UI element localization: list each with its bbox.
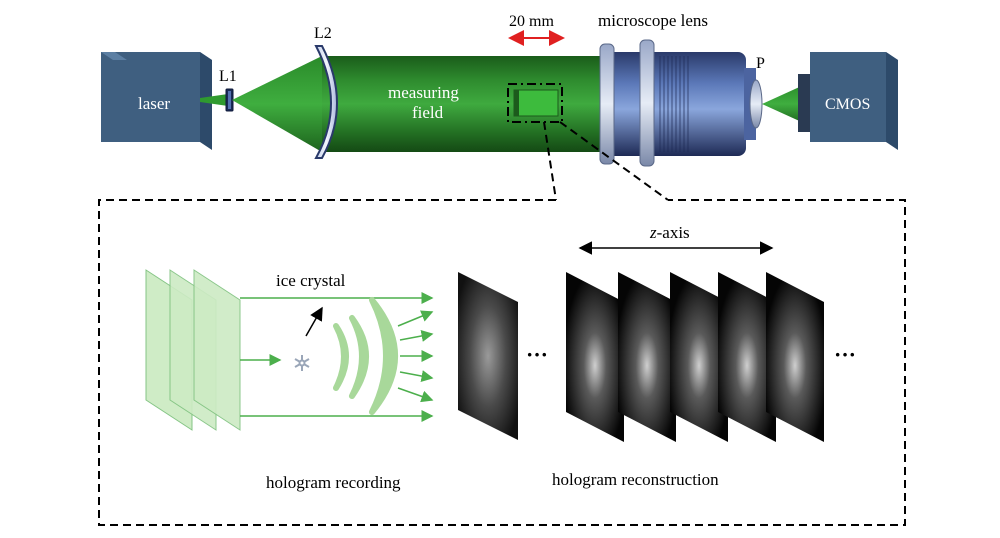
reconstruction-slice-1 — [566, 272, 624, 442]
plane-wavefronts — [145, 269, 241, 431]
measuring-field-label-1: measuring — [388, 83, 459, 102]
laser-beam — [200, 94, 228, 106]
detail-panel-border — [98, 199, 906, 526]
ice-crystal-pointer — [305, 306, 323, 337]
z-axis-label: z-axis — [649, 223, 690, 242]
scattered-wavefronts — [333, 297, 398, 415]
cmos-label: CMOS — [825, 96, 870, 113]
ice-crystal-label: ice crystal — [276, 271, 346, 290]
hologram-reconstruction-caption: hologram reconstruction — [552, 470, 719, 489]
measuring-region-inset — [507, 83, 563, 123]
reconstruction-slice-4 — [718, 272, 776, 442]
propagation-rays — [240, 292, 434, 422]
hologram-recording-caption: hologram recording — [266, 473, 401, 492]
scale-label: 20 mm — [509, 13, 554, 30]
l2-label: L2 — [314, 25, 332, 42]
hologram-image — [458, 272, 518, 440]
output-beam — [762, 84, 806, 124]
measuring-field-tube — [322, 56, 614, 152]
cmos-box — [798, 52, 898, 150]
microscope-lens-label: microscope lens — [598, 11, 708, 30]
reconstruction-slices — [566, 272, 824, 442]
reconstruction-slice-2 — [618, 272, 676, 442]
ellipsis-right: ··· — [834, 342, 856, 367]
ice-crystal-icon — [294, 355, 310, 371]
reconstruction-slice-5 — [766, 272, 824, 442]
ellipsis-left: ··· — [526, 342, 548, 367]
laser-box — [101, 52, 212, 150]
l1-lens — [225, 88, 234, 112]
l1-label: L1 — [219, 68, 237, 85]
diverging-beam — [232, 56, 322, 152]
laser-label: laser — [138, 94, 170, 113]
connector-left — [543, 121, 557, 201]
microscope-lens — [599, 39, 763, 167]
l2-lens — [314, 45, 338, 159]
measuring-field-label-2: field — [412, 103, 444, 122]
reconstruction-slice-3 — [670, 272, 728, 442]
p-label: P — [756, 55, 765, 72]
connector-right — [559, 121, 669, 201]
